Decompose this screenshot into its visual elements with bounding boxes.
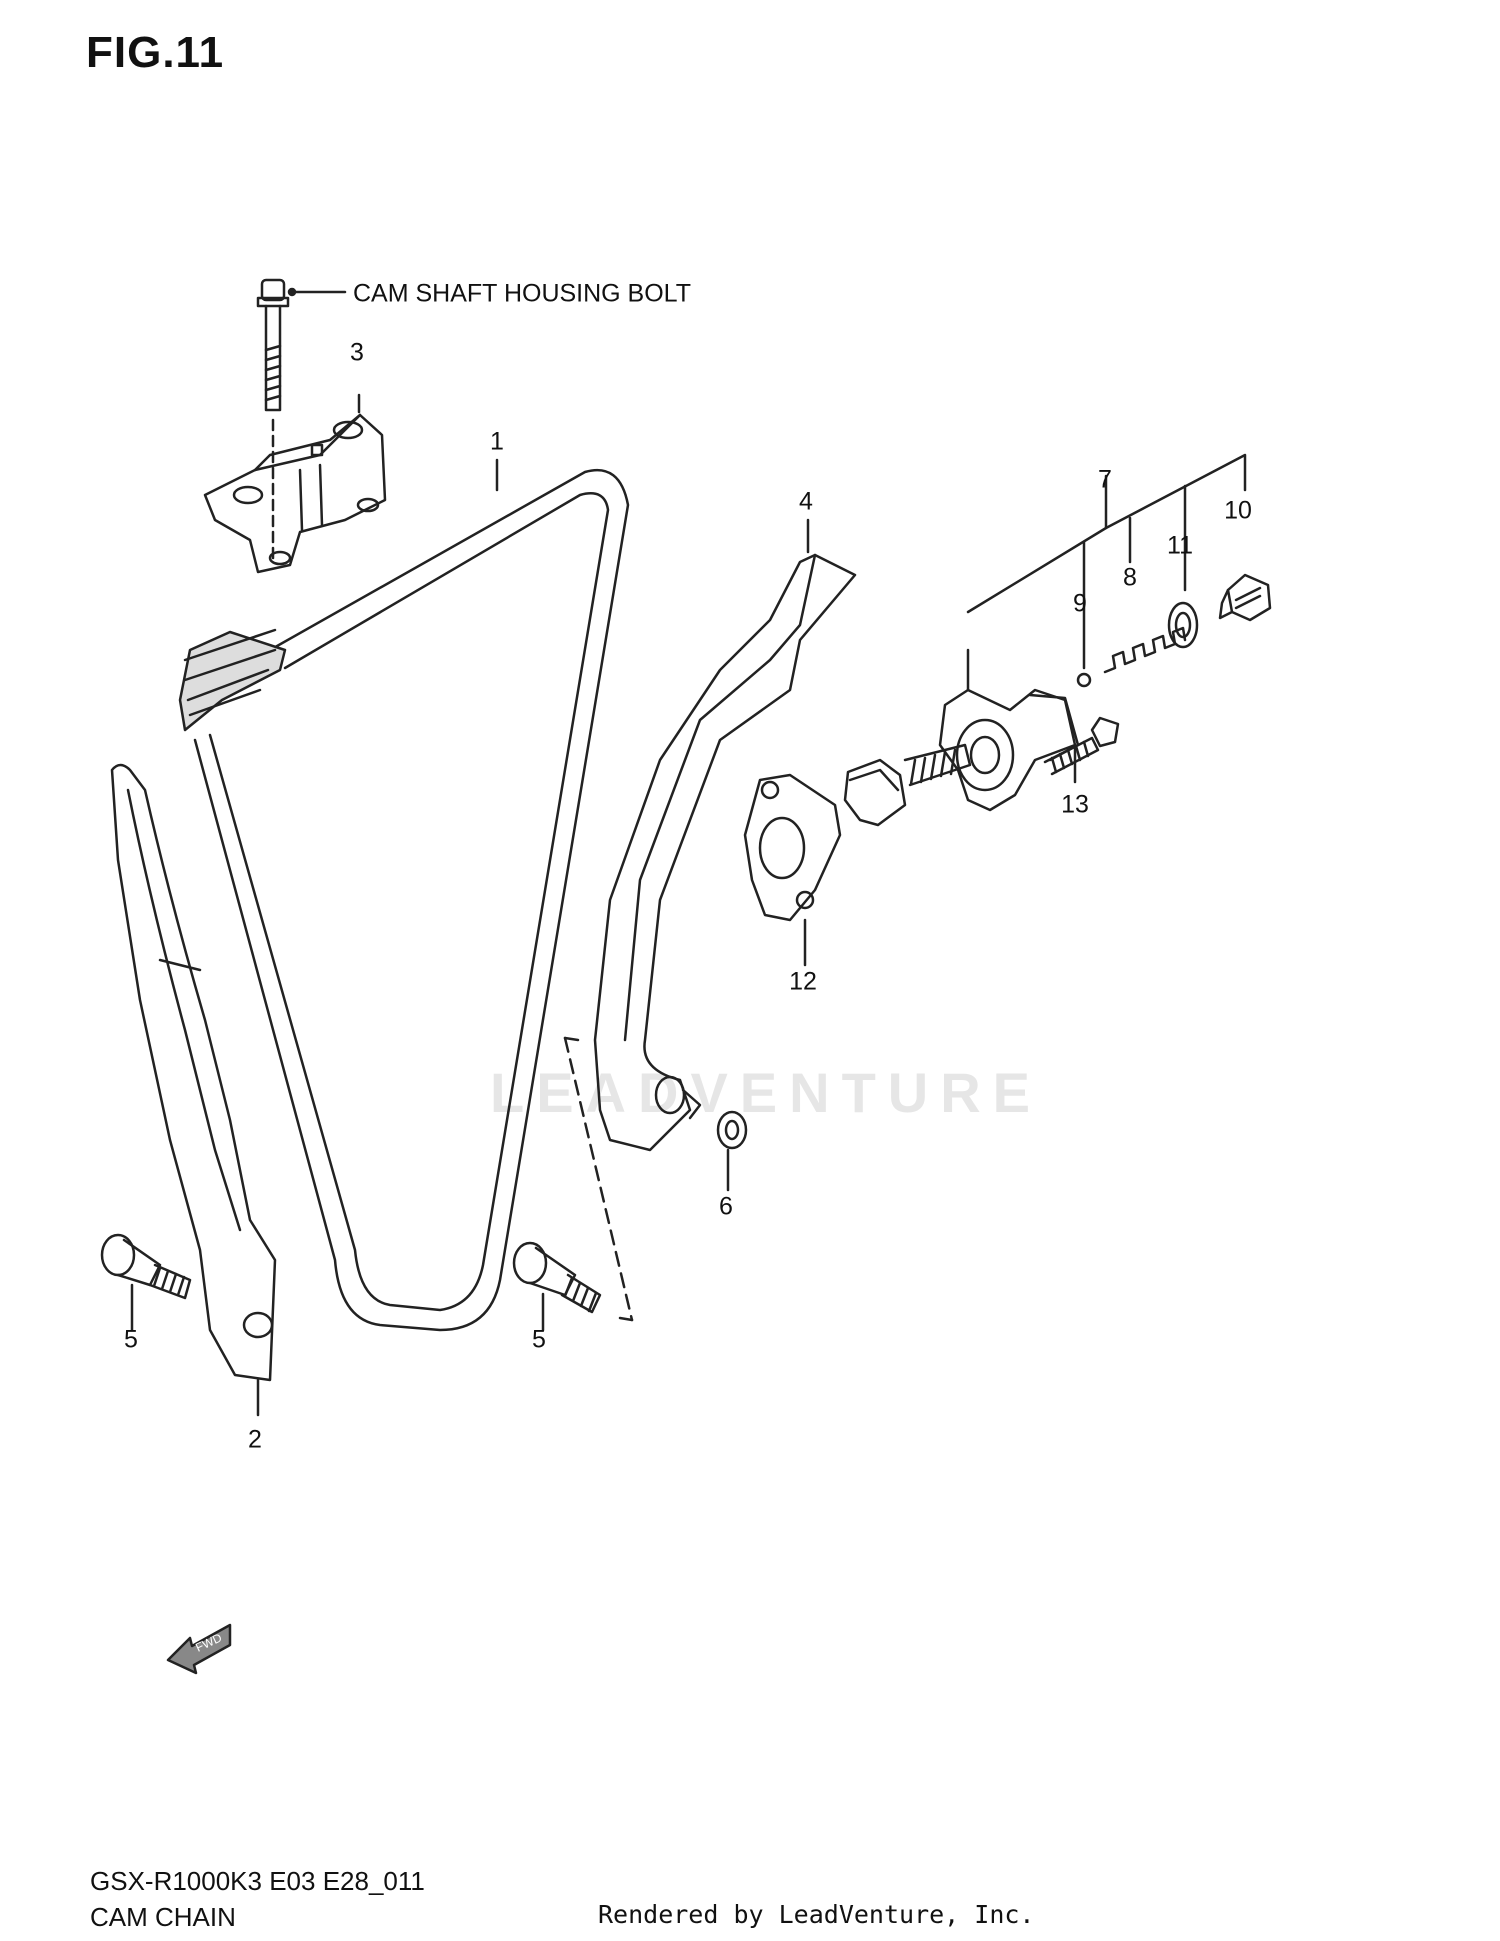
cam-chain-guide <box>593 518 857 1152</box>
callout-6: 6 <box>719 1192 733 1221</box>
callout-3: 3 <box>350 338 364 367</box>
washer <box>716 1110 748 1192</box>
cam-chain <box>178 458 630 1332</box>
guide-outline <box>563 1036 634 1322</box>
callout-1: 1 <box>490 427 504 456</box>
callout-5-center: 5 <box>532 1325 546 1354</box>
cam-chain-tensioner <box>843 453 1247 827</box>
callout-5-left: 5 <box>124 1325 138 1354</box>
cap-bolt <box>1218 573 1272 622</box>
check-ball <box>1076 672 1092 688</box>
callout-cam-shaft-housing-bolt: CAM SHAFT HOUSING BOLT <box>353 279 692 308</box>
fwd-arrow-icon: FWD <box>166 1623 232 1675</box>
callout-8: 8 <box>1123 563 1137 592</box>
figure-title: FIG.11 <box>86 28 225 77</box>
callout-9: 9 <box>1073 589 1087 618</box>
callout-12: 12 <box>789 967 817 996</box>
callout-7: 7 <box>1098 465 1112 494</box>
callout-10: 10 <box>1224 496 1252 525</box>
tensioner-gasket <box>743 773 842 967</box>
guide-bolt-center <box>512 1241 602 1332</box>
camshaft-housing <box>203 393 387 574</box>
callout-4: 4 <box>799 487 813 516</box>
watermark-text: LEADVENTURE <box>490 1061 1043 1124</box>
diagram-caption: CAM CHAIN <box>90 1902 236 1932</box>
model-code: GSX-R1000K3 E03 E28_011 <box>90 1866 425 1896</box>
callout-13: 13 <box>1061 790 1089 819</box>
tensioner-mounting-bolt <box>1043 716 1120 784</box>
cap-bolt-gasket <box>1167 601 1199 649</box>
cam-shaft-housing-bolt <box>256 278 347 562</box>
tensioner-spring <box>1103 626 1187 674</box>
guide-bolt-left <box>100 1233 192 1332</box>
callout-11: 11 <box>1167 531 1193 560</box>
render-credit: Rendered by LeadVenture, Inc. <box>598 1900 1035 1929</box>
cam-chain-tensioner-guide <box>110 763 277 1417</box>
callout-2: 2 <box>248 1425 262 1454</box>
